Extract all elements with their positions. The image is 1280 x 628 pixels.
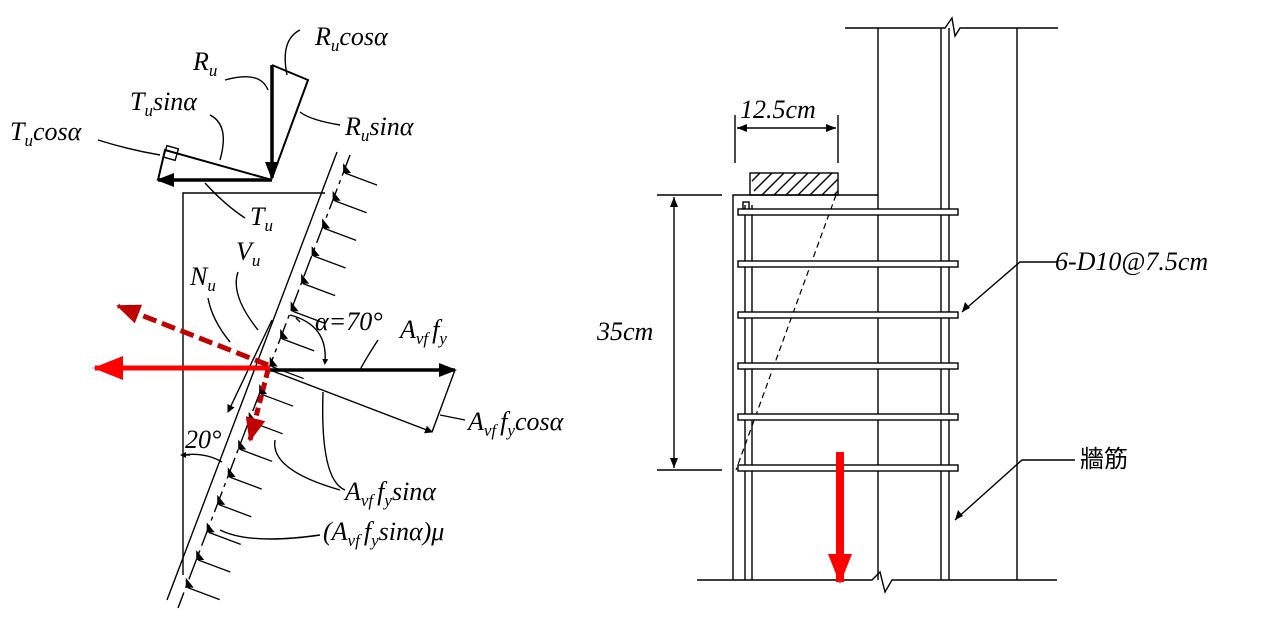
leader-ru bbox=[224, 76, 269, 91]
stirrup-bar bbox=[737, 208, 959, 216]
label-tu-cos: Tucosα bbox=[10, 117, 83, 150]
friction-tick bbox=[322, 218, 357, 241]
friction-tick bbox=[227, 467, 262, 490]
top-break-line bbox=[845, 16, 1058, 38]
avf-fy-cos-arrow bbox=[269, 369, 433, 434]
label-nu: Nu bbox=[189, 262, 216, 295]
label-alpha-70: α=70° bbox=[315, 307, 383, 336]
leader-tu bbox=[204, 182, 246, 219]
stirrup-bar bbox=[737, 362, 959, 370]
right-angle-mark bbox=[162, 144, 180, 162]
right-corbel-reinforcement-diagram: 12.5cm 35cm 6-D10@7.5cm 牆筋 bbox=[596, 16, 1208, 594]
friction-tick bbox=[269, 356, 304, 380]
corbel-outline bbox=[732, 194, 878, 580]
alpha-arc bbox=[289, 314, 329, 365]
red-dashed-normal-arrow bbox=[116, 303, 269, 368]
stirrup-bar bbox=[737, 260, 959, 268]
friction-tick bbox=[301, 273, 336, 297]
label-tu-sin: Tusinα bbox=[130, 87, 198, 120]
friction-tick bbox=[206, 522, 241, 545]
crack-face bbox=[166, 151, 338, 601]
friction-tick bbox=[280, 328, 315, 352]
leader-avf-fy bbox=[359, 339, 379, 371]
alpha-arc-start bbox=[295, 317, 301, 323]
label-vu: Vu bbox=[236, 237, 260, 270]
leader-avf-fy-sin-mu bbox=[219, 529, 321, 540]
crack-line bbox=[177, 154, 351, 609]
leader-rebar bbox=[961, 261, 1057, 313]
left-free-body-diagram: Rucosα Ru Tusinα Rusinα Tucosα Tu Vu Nu … bbox=[10, 22, 565, 609]
leader-avf-fy-sin bbox=[274, 439, 341, 491]
friction-tick bbox=[290, 301, 325, 324]
label-width-dim: 12.5cm bbox=[740, 95, 816, 124]
friction-tick bbox=[311, 246, 346, 269]
friction-tick bbox=[332, 190, 367, 214]
friction-tick bbox=[238, 439, 273, 463]
label-20-deg: 20° bbox=[185, 425, 221, 454]
label-ru: Ru bbox=[192, 47, 217, 80]
label-rebar: 6-D10@7.5cm bbox=[1055, 247, 1208, 276]
friction-tick bbox=[196, 549, 231, 573]
label-height-dim: 35cm bbox=[596, 317, 653, 346]
label-tu: Tu bbox=[250, 202, 273, 235]
stirrup-bar bbox=[737, 413, 959, 421]
leader-ru-sin bbox=[299, 111, 341, 126]
leader-nu bbox=[207, 297, 231, 343]
red-dotted-shear-arrow bbox=[245, 369, 271, 442]
stirrup-bar bbox=[737, 311, 959, 319]
avf-fy-sin-component bbox=[431, 369, 456, 433]
bottom-break-line bbox=[697, 570, 1057, 594]
stirrups-group bbox=[737, 208, 959, 472]
ru-decomposition-triangle bbox=[271, 64, 310, 179]
stirrup-bar bbox=[737, 464, 959, 472]
leader-vu bbox=[235, 271, 259, 331]
label-ru-cos: Rucosα bbox=[314, 22, 389, 55]
label-wall-rebar: 牆筋 bbox=[1080, 445, 1128, 473]
tu-decomposition-triangle bbox=[157, 148, 273, 181]
leader-tu-cos bbox=[97, 139, 161, 156]
friction-tick bbox=[217, 494, 252, 518]
strut-line bbox=[735, 194, 837, 471]
leader-avf-fy-sin-2 bbox=[321, 391, 346, 491]
leader-avf-fy-cos bbox=[439, 414, 466, 421]
leader-tu-sin bbox=[209, 114, 224, 161]
label-ru-sin: Rusinα bbox=[344, 112, 415, 145]
friction-tick bbox=[343, 163, 378, 186]
column-outline bbox=[182, 192, 325, 575]
bearing-plate bbox=[749, 172, 839, 196]
friction-tick bbox=[185, 577, 220, 601]
leader-wall-rebar bbox=[954, 459, 1075, 521]
leader-ru-cos bbox=[284, 29, 301, 76]
